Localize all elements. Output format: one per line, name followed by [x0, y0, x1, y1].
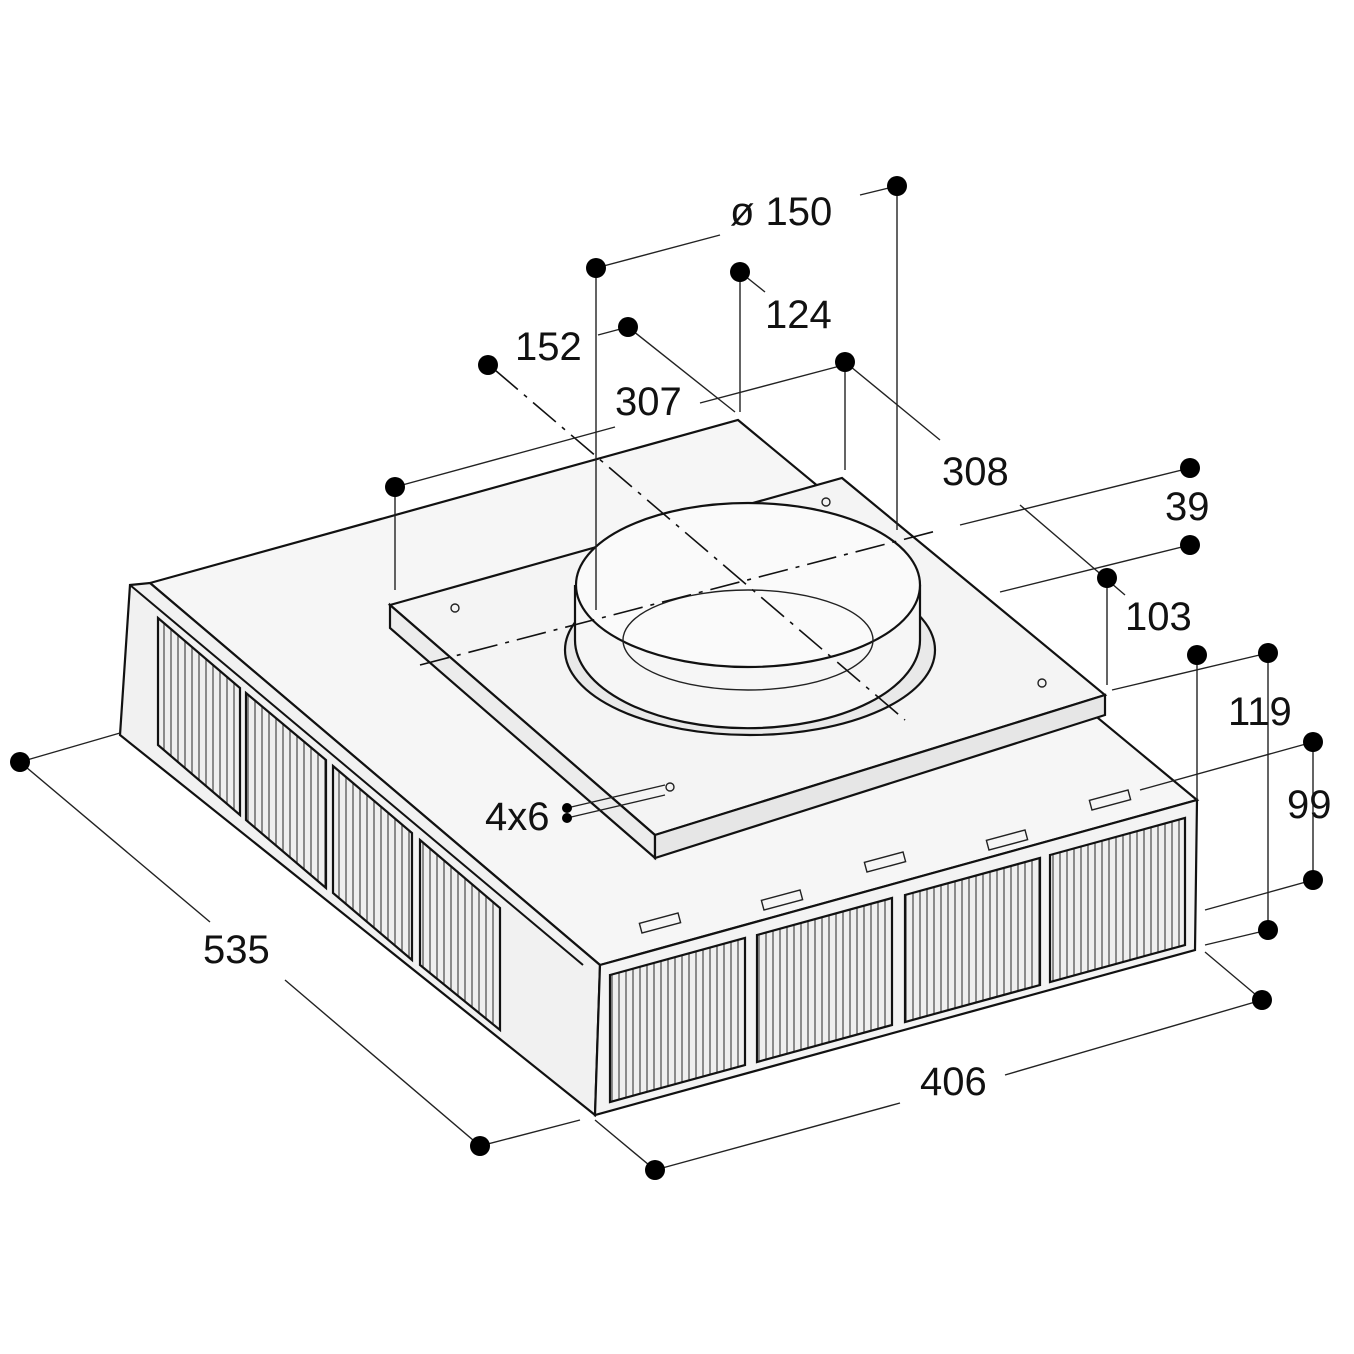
- label-duct-diameter: ø 150: [730, 190, 832, 234]
- filter-panel: [418, 837, 502, 1033]
- filter-panel: [244, 690, 328, 891]
- left-filters: [156, 615, 502, 1033]
- dimension-lines: [19, 185, 1314, 1171]
- label-406: 406: [920, 1060, 987, 1104]
- label-119: 119: [1228, 690, 1292, 734]
- filter-panel: [331, 763, 414, 963]
- mount-hole: [665, 782, 675, 792]
- label-308: 308: [942, 450, 1009, 494]
- filter-panel: [903, 856, 1042, 1024]
- center-lines: [419, 369, 941, 721]
- filter-panel: [608, 936, 747, 1104]
- label-124: 124: [765, 293, 832, 337]
- label-103: 103: [1125, 595, 1192, 639]
- label-39: 39: [1165, 485, 1210, 529]
- label-99: 99: [1287, 783, 1332, 827]
- label-535: 535: [203, 928, 270, 972]
- mount-hole: [450, 603, 460, 613]
- mount-hole: [1037, 678, 1047, 688]
- filter-panel: [755, 896, 894, 1064]
- label-307: 307: [615, 380, 682, 424]
- dimension-dots: [10, 176, 1323, 1180]
- dimension-labels: ø 150 124 152 307 308 39 103 119 99 4x6 …: [203, 190, 1332, 1104]
- filter-panel: [156, 615, 242, 818]
- mount-hole: [821, 497, 831, 507]
- filter-handles: [638, 789, 1132, 934]
- filter-panel: [1048, 816, 1187, 984]
- label-152: 152: [515, 325, 582, 369]
- front-filters: [608, 789, 1187, 1104]
- duct-collar: [563, 501, 937, 737]
- label-holes: 4x6: [485, 795, 550, 839]
